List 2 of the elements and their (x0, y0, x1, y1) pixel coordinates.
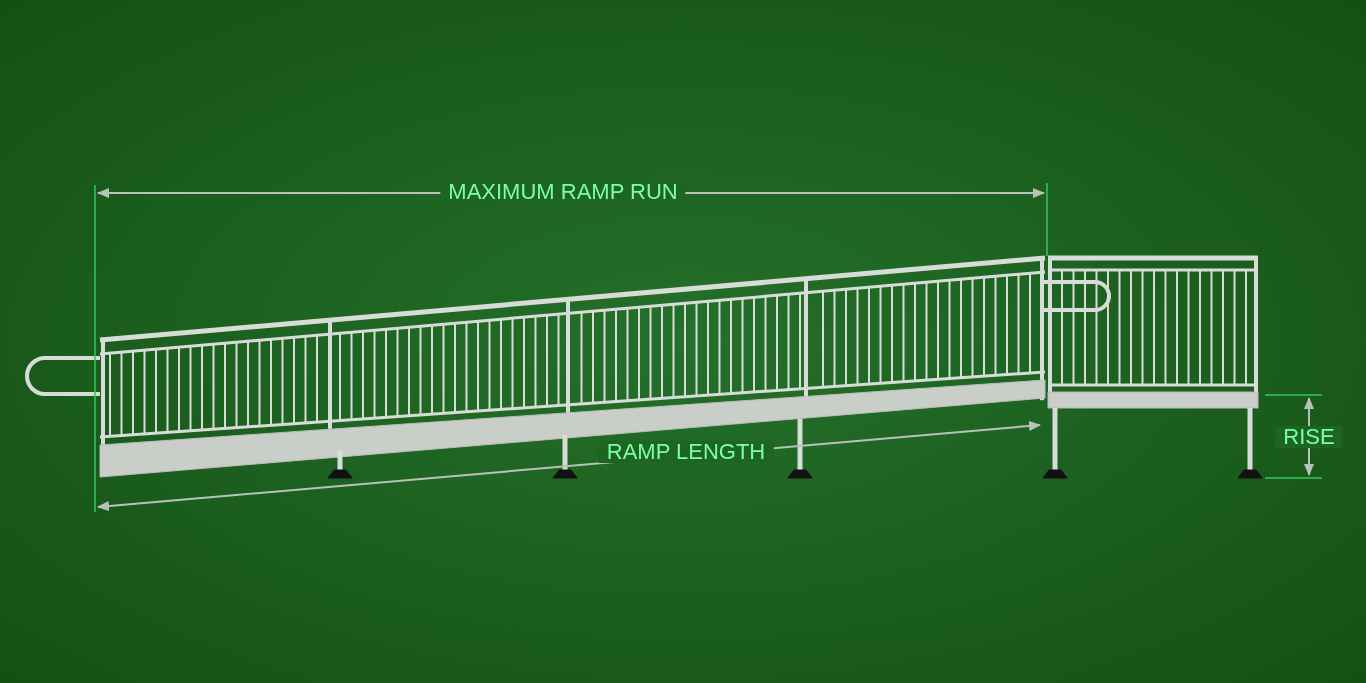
dimension-label: RISE (1275, 426, 1343, 448)
dimension-label: RAMP LENGTH (598, 441, 774, 463)
